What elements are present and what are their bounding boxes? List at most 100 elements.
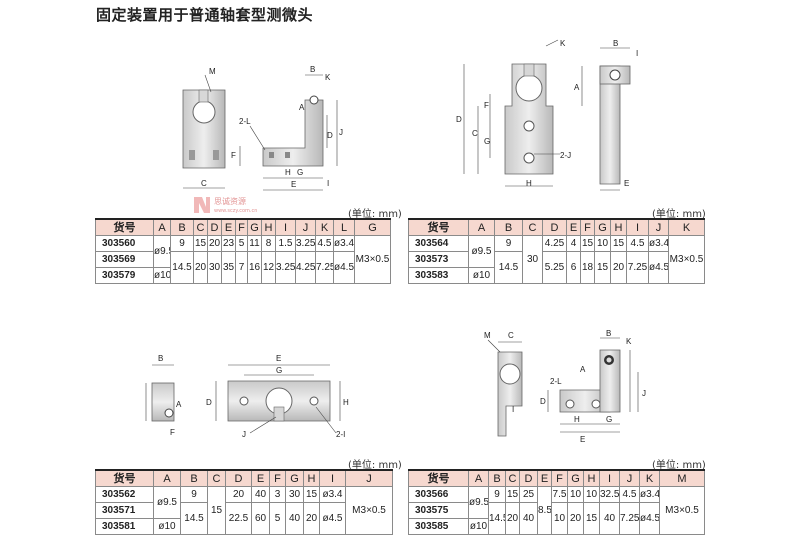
dim-label: D	[456, 115, 462, 124]
col-header: H	[303, 469, 320, 487]
col-header: 货号	[95, 469, 154, 487]
cell: 4.5	[315, 235, 334, 252]
dim-label: I	[327, 179, 329, 188]
cell: ø3.4	[319, 486, 346, 503]
cell: 15	[583, 502, 600, 535]
cell: ø10	[468, 518, 489, 535]
col-header: D	[225, 469, 252, 487]
col-header: A	[468, 469, 489, 487]
col-header: G	[247, 218, 262, 236]
cell: ø10	[153, 518, 181, 535]
part-number: 303579	[95, 267, 154, 284]
cell: ø3.4	[648, 235, 669, 252]
cell: 8.5	[537, 486, 552, 535]
cell: 40	[519, 502, 538, 535]
cell: ø4.5	[648, 251, 669, 284]
figure-303566-drawing: M C B K A 2-L I H E G D J	[484, 329, 646, 444]
cell: 20	[505, 502, 520, 535]
part-number: 303585	[408, 518, 469, 535]
col-header: G	[285, 469, 304, 487]
cell: 14.5	[494, 251, 523, 284]
col-header: G	[354, 218, 391, 236]
col-header: J	[619, 469, 640, 487]
spec-table-303560: 货号 AB CD EF GH IJ KL G 303560 ø9.5 9 15 …	[95, 218, 391, 284]
figure-303560-drawing: M B K 2-L F D J H G E C I A	[182, 65, 343, 191]
cell: 15	[580, 235, 595, 252]
cell: 5.25	[542, 251, 567, 284]
cell: 60	[251, 502, 270, 535]
cell: M3×0.5	[659, 486, 705, 535]
cell: 7.5	[551, 486, 568, 503]
cell: 20	[303, 502, 320, 535]
dim-label: B	[310, 65, 315, 74]
dim-label: J	[242, 430, 246, 439]
cell: 10	[567, 486, 584, 503]
col-header: I	[626, 218, 649, 236]
dim-label: A	[176, 400, 182, 409]
cell: 30	[285, 486, 304, 503]
dim-label: C	[508, 331, 514, 340]
cell: 1.5	[275, 235, 296, 252]
dim-label: E	[276, 354, 281, 363]
cell: ø9.5	[153, 486, 181, 519]
col-header: J	[295, 218, 316, 236]
part-number: 303564	[408, 235, 469, 252]
dim-label: H	[574, 415, 580, 424]
dim-label: B	[613, 39, 618, 48]
cell: 6	[566, 251, 581, 284]
cell: 20	[567, 502, 584, 535]
cell: 15	[610, 235, 627, 252]
cell: 9	[180, 486, 208, 503]
dim-label: A	[574, 83, 580, 92]
dim-label: K	[325, 73, 331, 82]
cell: ø9.5	[468, 235, 495, 268]
cell: 5	[235, 235, 248, 252]
dim-label: D	[327, 131, 333, 140]
col-header: H	[261, 218, 276, 236]
dim-label: D	[206, 398, 212, 407]
cell: 4.25	[542, 235, 567, 252]
col-header: C	[505, 469, 520, 487]
cell: ø10	[153, 267, 171, 284]
dim-label: M	[484, 331, 491, 340]
watermark-text: 思诚资源	[214, 196, 246, 206]
col-header: J	[345, 469, 393, 487]
dim-label: G	[606, 415, 612, 424]
cell: 10	[594, 235, 611, 252]
col-header: A	[153, 218, 171, 236]
watermark-subtext: www.sczy.com.cn	[214, 208, 257, 214]
dim-label: F	[484, 101, 489, 110]
cell: ø4.5	[319, 502, 346, 535]
cell: 9	[170, 235, 194, 252]
dim-label: D	[540, 397, 546, 406]
col-header: C	[207, 469, 226, 487]
col-header: E	[251, 469, 270, 487]
col-header: C	[193, 218, 208, 236]
col-header: G	[567, 469, 584, 487]
watermark-logo: 思诚资源 www.sczy.com.cn	[194, 196, 257, 214]
cell: 8	[261, 235, 276, 252]
cell: 18	[580, 251, 595, 284]
col-header: I	[319, 469, 346, 487]
cell: M3×0.5	[345, 486, 393, 535]
col-header: J	[648, 218, 669, 236]
col-header: B	[180, 469, 208, 487]
cell: 10	[583, 486, 600, 503]
dim-label: A	[580, 365, 586, 374]
cell: 25	[519, 486, 538, 503]
cell: 23	[221, 235, 236, 252]
col-header: A	[468, 218, 495, 236]
col-header: G	[594, 218, 611, 236]
col-header: F	[580, 218, 595, 236]
cell: 7.25	[619, 502, 640, 535]
cell: 15	[207, 486, 226, 535]
col-header: K	[315, 218, 334, 236]
unit-label: (单位: mm)	[348, 460, 402, 471]
cell: 3	[269, 486, 286, 503]
cell: ø3.4	[639, 486, 660, 503]
cell: 15	[505, 486, 520, 503]
col-header: B	[488, 469, 506, 487]
col-header: K	[639, 469, 660, 487]
